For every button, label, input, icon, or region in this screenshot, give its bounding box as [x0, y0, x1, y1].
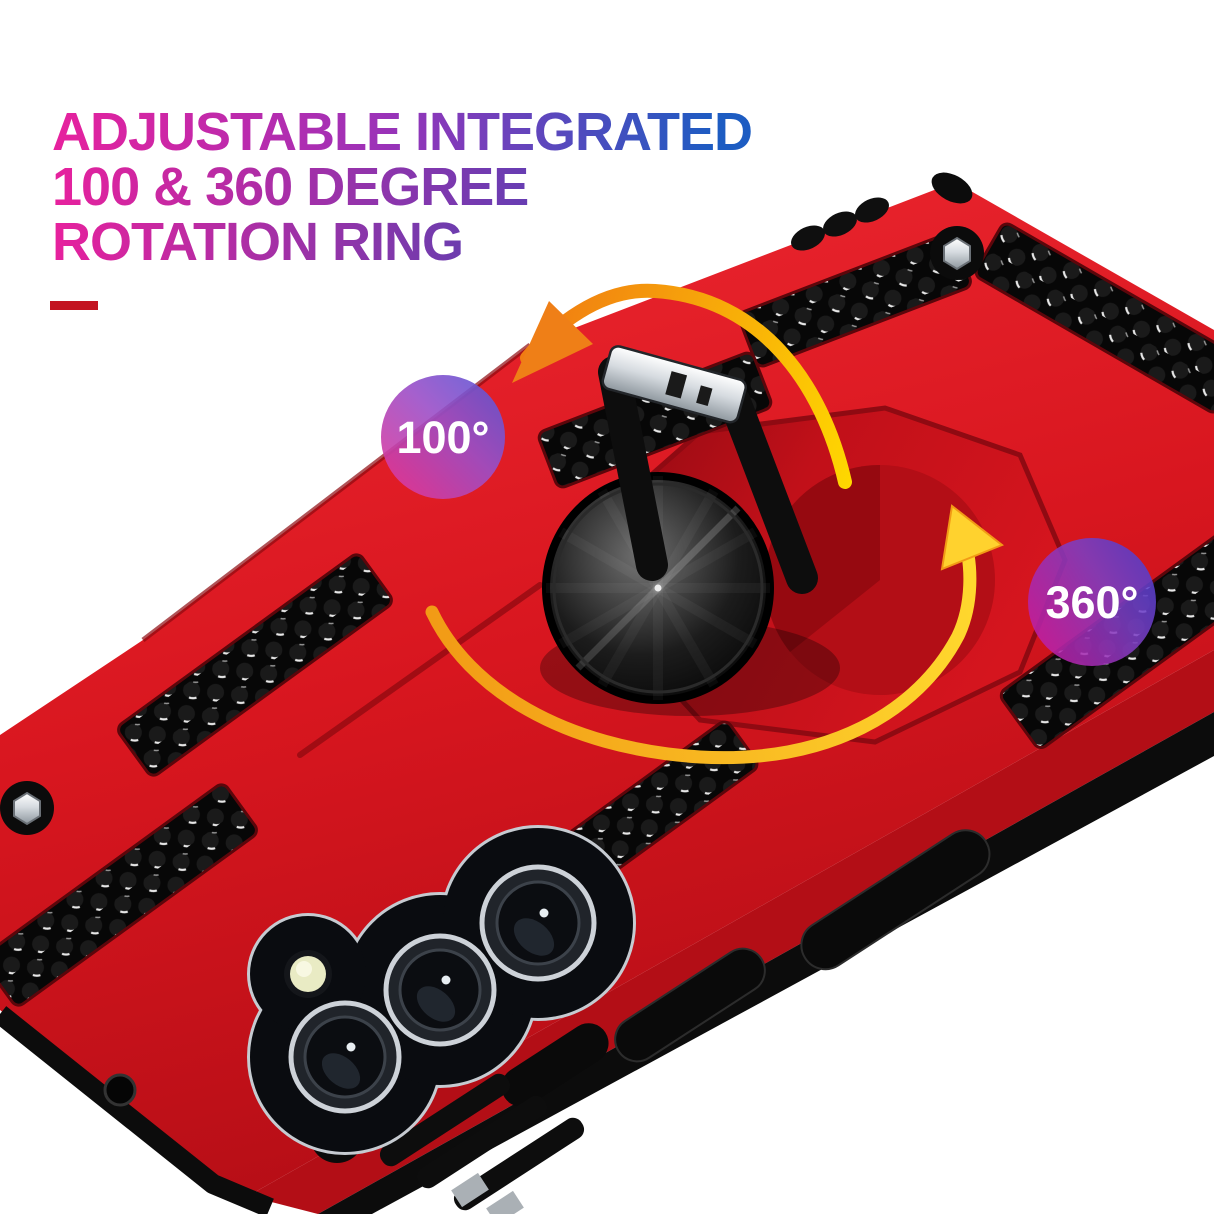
- case-edge-bottom-left: [0, 1006, 274, 1214]
- headline-line3: ROTATION RING: [52, 212, 463, 272]
- disc-center-dot: [654, 584, 662, 592]
- badge-360: 360°: [1028, 538, 1156, 666]
- kickstand-ring: [540, 345, 840, 716]
- edge-button: [823, 211, 857, 237]
- side-button: [501, 1023, 609, 1107]
- honeycomb-strip: [117, 553, 393, 777]
- spin-arrow-curve: [425, 525, 977, 765]
- spin-arrow-head: [940, 504, 1004, 571]
- side-button: [614, 947, 766, 1063]
- camera-lens: [383, 933, 497, 1047]
- badge-360-label: 360°: [1045, 577, 1138, 628]
- camera-flash: [284, 950, 332, 998]
- hex-bolt-icon: [930, 226, 984, 280]
- edge-button: [791, 225, 825, 251]
- grip-stripes: [379, 1073, 585, 1214]
- headline-line1: ADJUSTABLE INTEGRATED: [52, 102, 752, 162]
- audio-jack-hole: [103, 1073, 137, 1107]
- top-corner-bumper: [931, 172, 973, 204]
- flip-arrow-icon: [512, 283, 852, 489]
- badge-100-label: 100°: [396, 412, 489, 463]
- side-buttons: [103, 197, 991, 1107]
- ring-hinge-bar: [601, 345, 747, 424]
- spin-arrow-icon: [425, 504, 1004, 765]
- camera-lens: [479, 864, 597, 982]
- headline: ADJUSTABLE INTEGRATED 100 & 360 DEGREE R…: [50, 102, 753, 310]
- camera-lens: [288, 1000, 402, 1114]
- hex-bolt-icon: [0, 781, 54, 835]
- headline-line2: 100 & 360 DEGREE: [52, 157, 528, 217]
- flip-arrow-head: [512, 301, 593, 383]
- disc-inner-ring: [552, 482, 764, 694]
- side-button: [800, 829, 991, 971]
- honeycomb-strip: [0, 783, 258, 1007]
- honeycomb-strip: [974, 222, 1214, 414]
- camera-cluster: [247, 825, 636, 1155]
- edge-button: [855, 197, 889, 223]
- badge-100: 100°: [381, 375, 505, 499]
- headline-underline: [50, 301, 98, 310]
